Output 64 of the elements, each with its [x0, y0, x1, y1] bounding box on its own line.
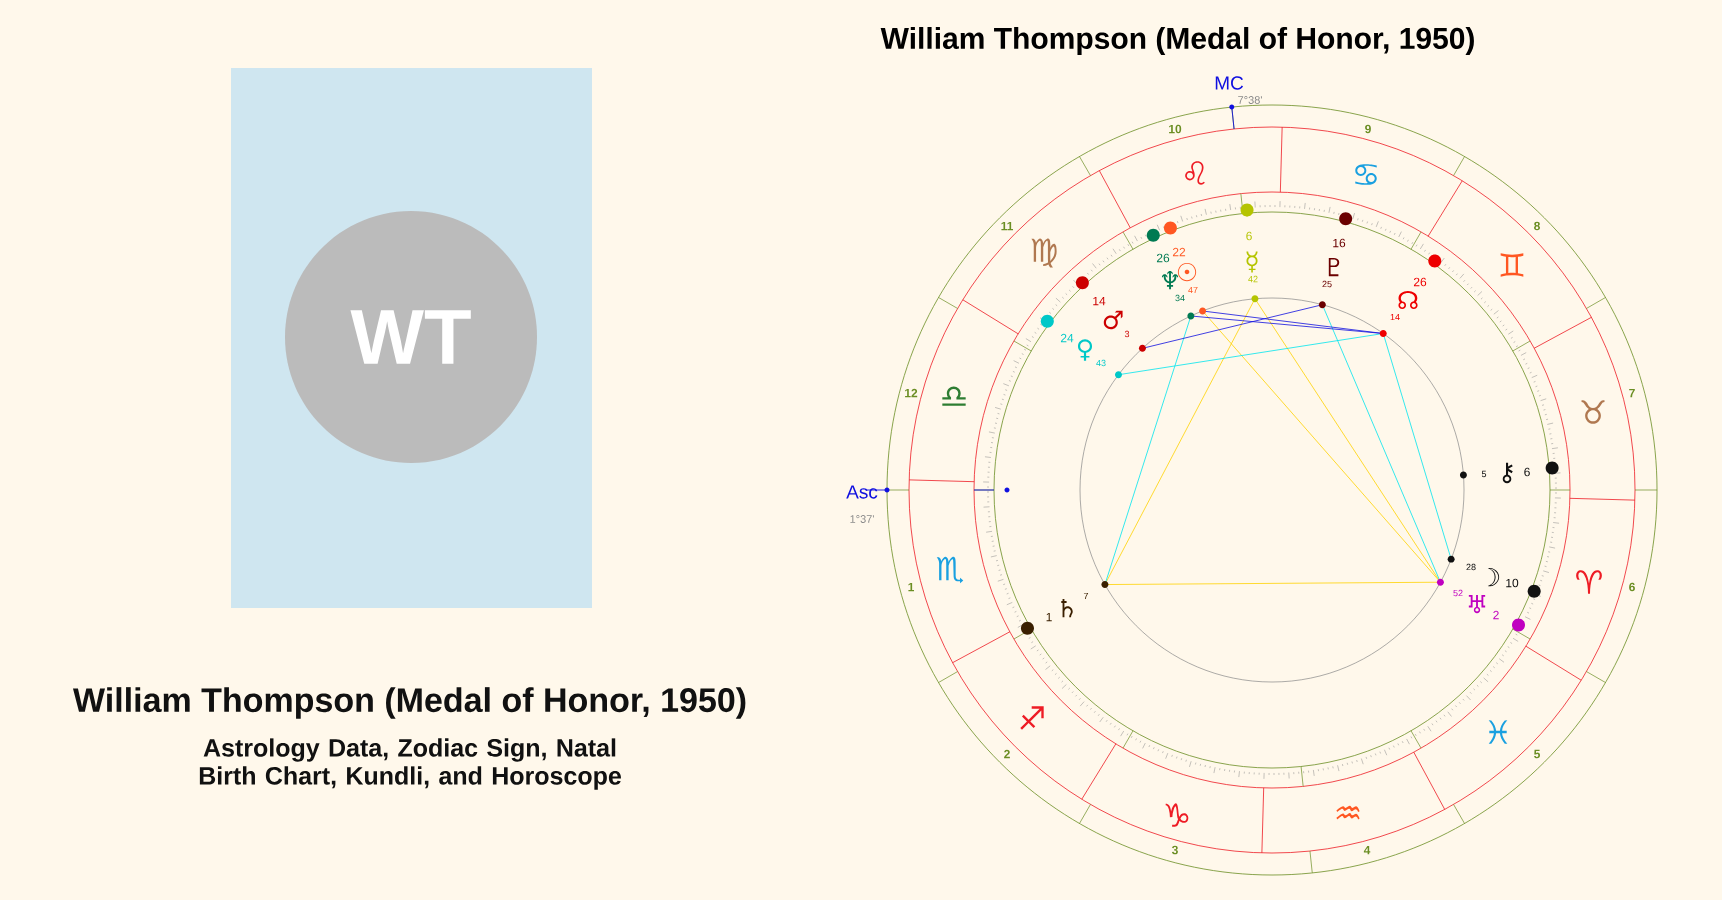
planet-minutes: 25: [1322, 280, 1332, 288]
house-number: 8: [1534, 221, 1540, 231]
planet-degree: 22: [1172, 247, 1186, 257]
house-number: 9: [1365, 124, 1371, 134]
planet-degree: 1: [1046, 612, 1052, 622]
zodiac-sign-glyph: ♌: [1185, 161, 1205, 185]
house-number: 11: [1001, 221, 1013, 231]
house-number: 1: [908, 582, 914, 592]
planet-degree: 2: [1493, 610, 1499, 620]
planet-glyph: ♇: [1328, 257, 1340, 277]
planet-glyph: ♅: [1468, 594, 1486, 614]
planet-minutes: 42: [1248, 275, 1258, 283]
planet-glyph: ☿: [1246, 251, 1258, 273]
house-number: 2: [1004, 749, 1010, 759]
house-number: 6: [1629, 582, 1635, 592]
zodiac-sign-glyph: ♑: [1165, 803, 1189, 827]
planet-minutes: 52: [1453, 589, 1463, 597]
planet-glyph: ♆: [1161, 270, 1179, 290]
degree-label: 1°37': [850, 515, 874, 523]
subtitle: Astrology Data, Zodiac Sign, Natal Birth Chart, Kundli, and Horoscope: [199, 738, 621, 790]
planet-degree: 14: [1093, 296, 1106, 306]
house-number: 3: [1171, 845, 1178, 855]
house-number: 4: [1363, 845, 1371, 855]
planet-glyph: ☊: [1398, 290, 1418, 310]
planet-glyph: ♄: [1061, 598, 1073, 618]
zodiac-sign-glyph: ♍: [1031, 238, 1057, 268]
degree-label: 7°38': [1238, 96, 1262, 104]
planet-minutes: 3: [1124, 330, 1130, 338]
planet-degree: 6: [1246, 231, 1252, 241]
zodiac-sign-glyph: ♈: [1576, 570, 1602, 594]
zodiac-sign-glyph: ♎: [942, 386, 966, 406]
planet-glyph: ♂: [1103, 310, 1123, 330]
planet-degree: 10: [1506, 578, 1519, 588]
planet-minutes: 14: [1390, 313, 1400, 321]
house-number: 7: [1629, 388, 1635, 398]
angle-label: Asc: [846, 485, 878, 499]
house-number: 10: [1169, 124, 1182, 134]
house-number: 5: [1534, 749, 1540, 759]
zodiac-sign-glyph: ♒: [1336, 805, 1360, 820]
planet-degree: 26: [1156, 253, 1170, 263]
planet-minutes: 47: [1188, 286, 1198, 294]
house-number: 12: [905, 388, 918, 398]
planet-minutes: 34: [1175, 294, 1185, 302]
planet-glyph: ☽: [1487, 567, 1500, 587]
zodiac-sign-glyph: ♏: [936, 556, 964, 584]
zodiac-sign-glyph: ♋: [1355, 164, 1377, 185]
chart-title: William Thompson (Medal of Honor, 1950): [880, 27, 1474, 55]
angle-label: MC: [1215, 76, 1244, 90]
planet-glyph: ⚷: [1502, 462, 1513, 484]
planet-degree: 24: [1060, 333, 1074, 343]
planet-glyph: ♀: [1078, 339, 1093, 361]
zodiac-sign-glyph: ♓: [1488, 720, 1508, 744]
zodiac-sign-glyph: ♉: [1581, 400, 1605, 424]
planet-glyph: ☉: [1177, 262, 1197, 282]
planet-degree: 16: [1333, 238, 1346, 248]
planet-degree: 6: [1524, 467, 1530, 477]
zodiac-sign-glyph: ♊: [1500, 253, 1524, 277]
planet-minutes: 7: [1083, 592, 1089, 600]
planet-minutes: 43: [1096, 359, 1106, 367]
name-heading: William Thompson (Medal of Honor, 1950): [73, 687, 746, 719]
zodiac-sign-glyph: ♐: [1020, 706, 1044, 730]
planet-minutes: 5: [1481, 470, 1487, 478]
planet-degree: 26: [1413, 277, 1427, 287]
planet-minutes: 28: [1466, 563, 1476, 571]
